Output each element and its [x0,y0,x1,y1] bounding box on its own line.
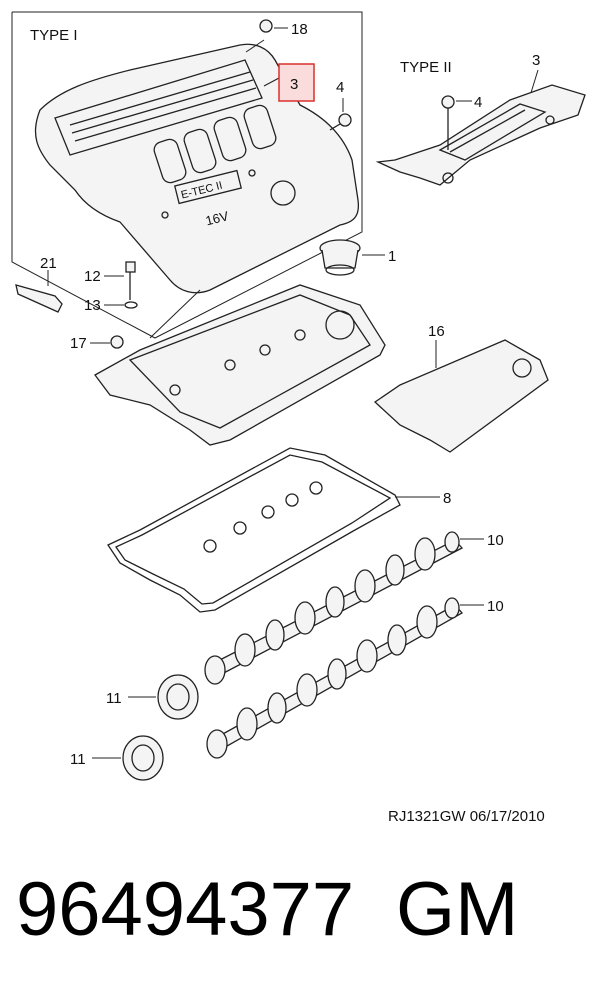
part-4-bolt-type1: 4 [329,79,352,131]
callout-3-type2: 3 [532,52,540,69]
callout-12: 12 [84,268,101,285]
callout-11-lower: 11 [70,751,86,768]
drawing-code: RJ1321GW 06/17/2010 [388,808,545,825]
type2-label: TYPE II [400,59,452,76]
part-4-bolt-type2: 4 [441,94,482,150]
part-12-bolt: 12 [84,261,136,300]
type1-label: TYPE I [30,27,78,44]
seal-lower: 11 [70,735,164,781]
callout-16: 16 [428,323,445,340]
part-number: 96494377 [16,867,355,952]
callout-4-type1: 4 [336,79,344,96]
brand-name: GM [396,867,519,952]
part-21-tube: 21 [15,255,63,313]
callout-1: 1 [388,248,396,265]
callout-4-type2: 4 [474,94,482,111]
callout-21: 21 [40,255,57,272]
camshaft-lower: 10 [206,597,504,759]
cover-valve-text: 16V [204,208,230,228]
part-17-grommet: 17 [70,335,124,352]
highlight-box [278,63,315,102]
seal-upper: 11 [106,674,199,720]
callout-3-highlighted: 3 [290,76,298,93]
callout-13: 13 [84,297,101,314]
part-13-washer: 13 [84,297,138,314]
valve-cover [94,284,386,446]
callout-8: 8 [443,490,451,507]
engine-cover-type2 [375,84,586,186]
type1-frame [11,11,363,339]
part-18-nut: 18 [259,19,308,38]
camshaft-upper: 10 [204,531,504,685]
callout-10-upper: 10 [487,532,504,549]
part-1-oil-cap: 1 [319,239,396,276]
callout-10-lower: 10 [487,598,504,615]
engine-cover-type1: E-TEC II 16V [34,43,360,294]
callout-18: 18 [291,21,308,38]
callout-11-upper: 11 [106,690,122,707]
callout-17: 17 [70,335,87,352]
part-8-gasket: 8 [107,447,451,613]
part-16-valve-cover: 16 [373,323,549,453]
